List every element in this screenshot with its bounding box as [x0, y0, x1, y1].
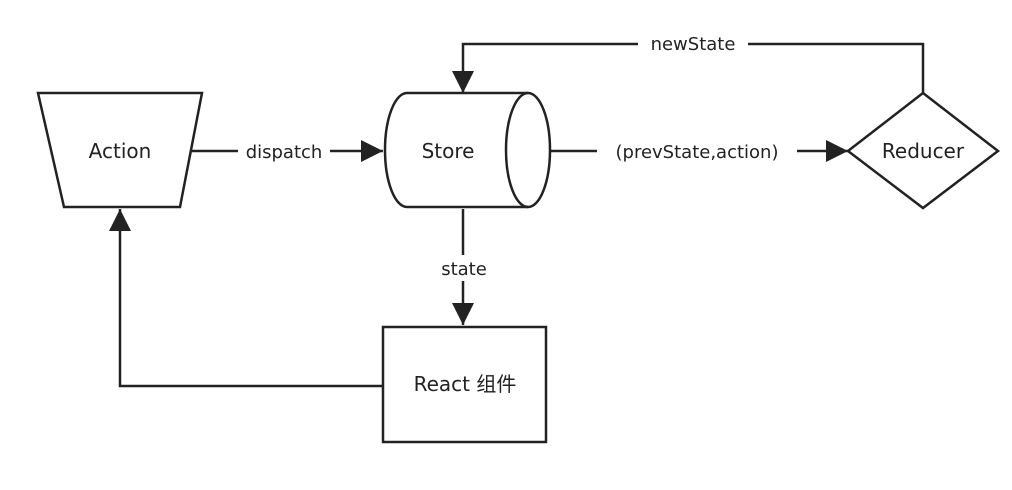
store-label: Store: [422, 139, 475, 163]
edge-new-state-line-b: [452, 42, 638, 93]
edge-prev-state-action: (prevState,action): [550, 140, 848, 163]
edge-dispatch-label: dispatch: [246, 142, 323, 163]
store-inner-curve: [504, 91, 529, 209]
reducer-shape: [845, 91, 1001, 210]
edge-react-to-action: [109, 209, 383, 388]
action-node: Action: [36, 91, 204, 209]
edge-react-to-action-line: [109, 209, 383, 388]
reducer-node: Reducer: [845, 91, 1001, 210]
reducer-label: Reducer: [882, 139, 965, 163]
react-component-shape: [381, 325, 548, 444]
edge-prev-state-action-label: (prevState,action): [616, 142, 779, 163]
react-component-node: React 组件: [381, 325, 548, 444]
action-shape: [36, 91, 204, 209]
edge-state: state: [441, 209, 487, 325]
edge-dispatch: dispatch: [190, 140, 383, 163]
react-component-label: React 组件: [414, 372, 517, 396]
edge-new-state-label: newState: [651, 34, 736, 55]
action-label: Action: [89, 139, 152, 163]
store-node: Store: [383, 91, 552, 209]
edge-new-state-line-a: [748, 42, 925, 93]
edge-state-label: state: [441, 259, 487, 280]
edge-new-state: newState: [452, 34, 925, 93]
